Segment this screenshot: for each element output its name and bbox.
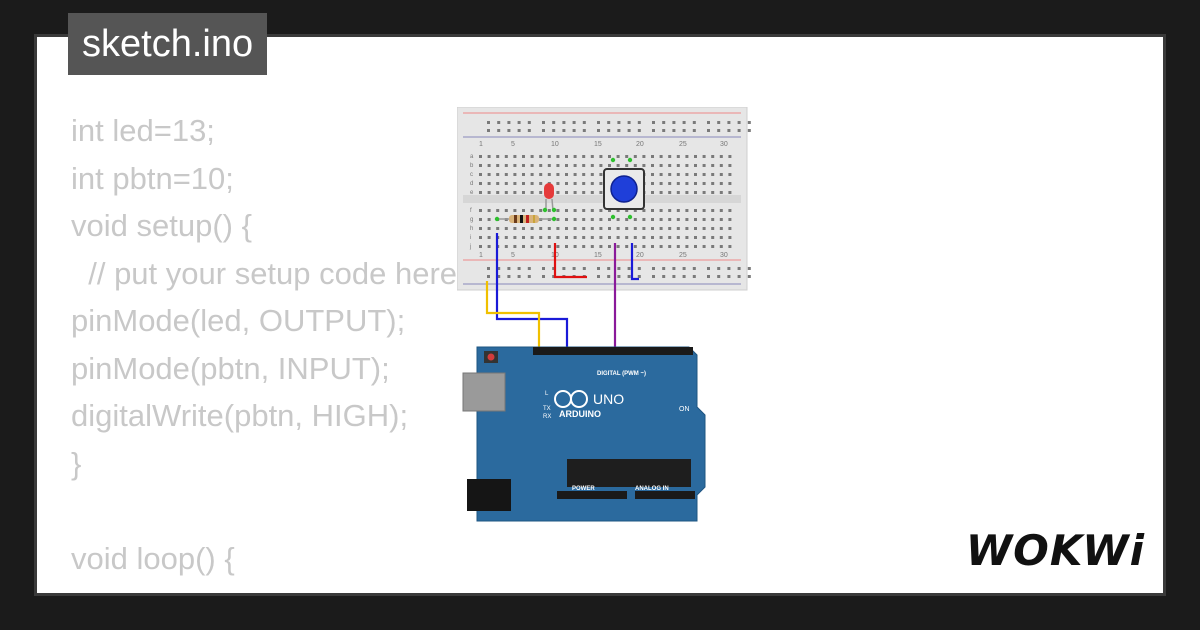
power-jack <box>467 479 511 511</box>
code-line: } <box>71 445 82 481</box>
row-letter: c <box>470 172 473 178</box>
arduino-model: UNO <box>593 391 624 407</box>
on-label: ON <box>679 406 690 413</box>
editor-card: int led=13; int pbtn=10; void setup() { //… <box>34 34 1166 596</box>
row-letter: e <box>470 190 474 196</box>
code-line: int pbtn=10; <box>71 160 234 196</box>
row-letter: d <box>470 181 473 187</box>
row-letter: b <box>470 163 474 169</box>
row-letter: g <box>470 217 473 223</box>
code-line: pinMode(led, OUTPUT); <box>71 303 406 338</box>
file-tab[interactable]: sketch.ino <box>68 13 268 75</box>
resistor[interactable] <box>497 215 553 223</box>
circuit-diagram: 1 5 10 15 20 25 30 1 5 10 15 20 25 30 a … <box>457 107 751 522</box>
code-line: // put your main code here, to run repea… <box>71 582 707 593</box>
wire-blue[interactable] <box>630 243 639 281</box>
column-number: 1 <box>479 252 483 259</box>
column-number: 10 <box>551 141 559 148</box>
pushbutton[interactable] <box>603 168 645 210</box>
column-number: 25 <box>679 141 687 148</box>
pin-markers <box>494 157 633 222</box>
digital-label: DIGITAL (PWM ~) <box>597 371 646 377</box>
usb-connector <box>462 372 506 412</box>
l-label: L <box>545 391 549 397</box>
digital-header-right <box>623 347 693 355</box>
column-number: 15 <box>594 252 602 259</box>
reset-button[interactable] <box>487 353 495 361</box>
code-line: int led=13; <box>71 113 215 148</box>
row-letter: h <box>470 226 473 232</box>
column-number: 1 <box>479 141 483 148</box>
power-header <box>557 491 627 499</box>
column-number: 5 <box>511 141 515 148</box>
row-letter: i <box>470 235 471 241</box>
column-number: 20 <box>636 252 644 259</box>
column-number: 5 <box>511 252 515 259</box>
code-line: void loop() { <box>71 540 235 576</box>
row-letter: j <box>469 244 471 250</box>
wire-red[interactable] <box>553 243 587 279</box>
code-line: digitalWrite(pbtn, HIGH); <box>71 398 409 433</box>
arduino-brand: ARDUINO <box>559 409 601 419</box>
atmega-chip <box>567 459 691 487</box>
column-number: 30 <box>720 252 728 259</box>
analog-header <box>635 491 695 499</box>
tx-label: TX <box>543 406 551 412</box>
analog-label: ANALOG IN <box>635 486 669 492</box>
wokwi-logo: WOKWi <box>965 526 1145 575</box>
power-label: POWER <box>572 486 595 492</box>
code-line: pinMode(pbtn, INPUT); <box>71 350 390 386</box>
rx-label: RX <box>543 414 551 420</box>
row-letter: f <box>470 208 472 214</box>
row-letter: a <box>470 154 474 160</box>
arduino-uno[interactable]: ARDUINO UNO DIGITAL (PWM ~) POWER ANALOG… <box>462 346 706 522</box>
column-number: 30 <box>720 141 728 148</box>
column-number: 20 <box>636 141 644 148</box>
digital-header-left <box>533 347 623 355</box>
column-number: 25 <box>679 252 687 259</box>
column-number: 15 <box>594 141 602 148</box>
breadboard[interactable]: 1 5 10 15 20 25 30 1 5 10 15 20 25 30 a … <box>457 107 751 291</box>
code-line: void setup() { <box>71 208 252 243</box>
